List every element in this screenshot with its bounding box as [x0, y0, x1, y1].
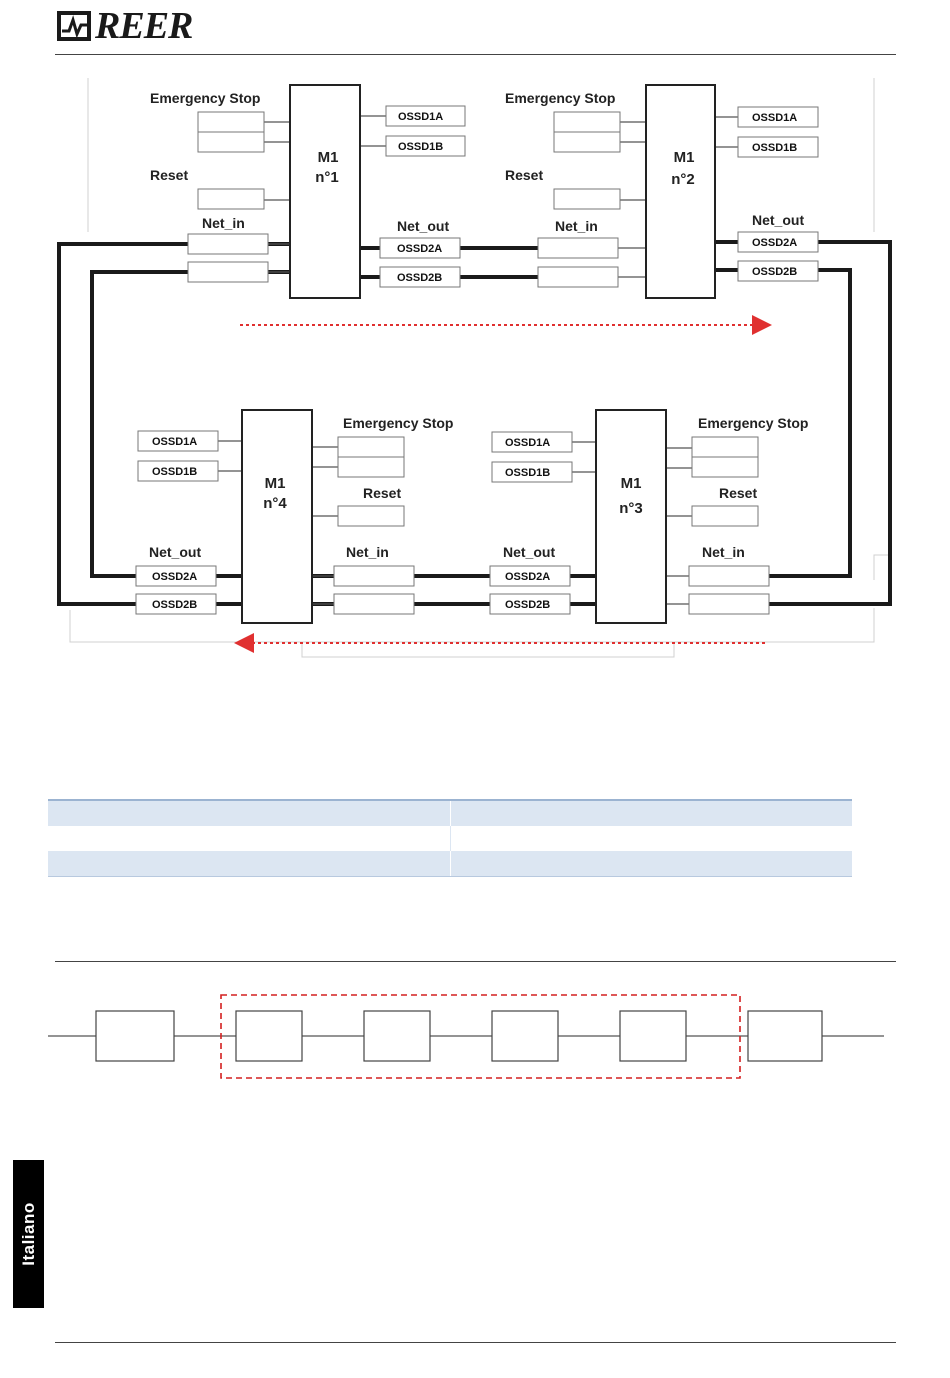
reer-logo-icon: [57, 11, 91, 41]
chain-block: [619, 1010, 687, 1062]
net-in-label: Net_in: [346, 544, 389, 560]
chain-block: [235, 1010, 303, 1062]
svg-text:OSSD2A: OSSD2A: [397, 243, 442, 255]
emergency-stop-label: Emergency Stop: [698, 415, 808, 431]
svg-text:OSSD1B: OSSD1B: [505, 467, 550, 479]
chain-diagram: [48, 994, 884, 1079]
net-in-label: Net_in: [202, 215, 245, 231]
svg-text:M1: M1: [621, 475, 642, 492]
net-out-label: Net_out: [149, 544, 201, 560]
chain-block: [747, 1010, 823, 1062]
brand-name: REER: [95, 5, 193, 47]
reset-label: Reset: [719, 485, 757, 501]
language-label: Italiano: [18, 1202, 38, 1266]
highlight-frame: [220, 994, 741, 1079]
svg-text:OSSD1A: OSSD1A: [152, 436, 197, 448]
net-in-label: Net_in: [555, 218, 598, 234]
reer-logo: REER: [57, 5, 193, 47]
emergency-stop-label: Emergency Stop: [150, 90, 260, 106]
svg-text:M1: M1: [265, 475, 286, 492]
chain-block: [491, 1010, 559, 1062]
module-3: M1 n°3 OSSD1A OSSD1B Emergency Stop Rese…: [489, 409, 808, 624]
net-out-label: Net_out: [397, 218, 449, 234]
svg-text:OSSD2A: OSSD2A: [505, 571, 550, 583]
chain-block: [95, 1010, 175, 1062]
reset-label: Reset: [363, 485, 401, 501]
section-rule: [55, 961, 896, 962]
svg-text:M1: M1: [318, 149, 339, 166]
language-tab: Italiano: [13, 1160, 44, 1308]
svg-text:OSSD1B: OSSD1B: [152, 466, 197, 478]
table-row: [48, 826, 852, 851]
svg-text:OSSD1A: OSSD1A: [752, 112, 797, 124]
table-row: [48, 799, 852, 826]
reset-label: Reset: [150, 167, 188, 183]
svg-text:OSSD2B: OSSD2B: [152, 599, 197, 611]
background-frame: [69, 78, 888, 658]
svg-text:OSSD1B: OSSD1B: [752, 142, 797, 154]
svg-text:M1: M1: [674, 149, 695, 166]
emergency-stop-label: Emergency Stop: [343, 415, 453, 431]
svg-text:OSSD2A: OSSD2A: [152, 571, 197, 583]
svg-text:n°4: n°4: [263, 495, 287, 512]
svg-text:OSSD2B: OSSD2B: [505, 599, 550, 611]
safety-network-diagram: M1 n°1 Emergency Stop Reset OSSD1A OSSD1…: [57, 78, 892, 658]
net-out-label: Net_out: [503, 544, 555, 560]
reset-label: Reset: [505, 167, 543, 183]
svg-text:n°3: n°3: [619, 500, 643, 517]
svg-text:OSSD2B: OSSD2B: [752, 266, 797, 278]
module-1: M1 n°1 Emergency Stop Reset OSSD1A OSSD1…: [150, 84, 466, 299]
svg-text:OSSD1A: OSSD1A: [398, 111, 443, 123]
svg-text:OSSD1B: OSSD1B: [398, 141, 443, 153]
emergency-stop-label: Emergency Stop: [505, 90, 615, 106]
svg-text:n°1: n°1: [315, 169, 339, 186]
svg-text:OSSD1A: OSSD1A: [505, 437, 550, 449]
chain-block: [363, 1010, 431, 1062]
svg-text:n°2: n°2: [671, 171, 695, 188]
net-in-label: Net_in: [702, 544, 745, 560]
info-table: [48, 799, 852, 877]
header-rule: [55, 54, 896, 55]
footer-rule: [55, 1342, 896, 1343]
svg-text:OSSD2B: OSSD2B: [397, 272, 442, 284]
svg-text:OSSD2A: OSSD2A: [752, 237, 797, 249]
table-row: [48, 851, 852, 877]
net-out-label: Net_out: [752, 212, 804, 228]
connectors: [218, 115, 738, 605]
module-2: M1 n°2 Emergency Stop Reset OSSD1A OSSD1…: [505, 84, 819, 299]
module-4: M1 n°4 OSSD1A OSSD1B Emergency Stop Rese…: [135, 409, 453, 624]
